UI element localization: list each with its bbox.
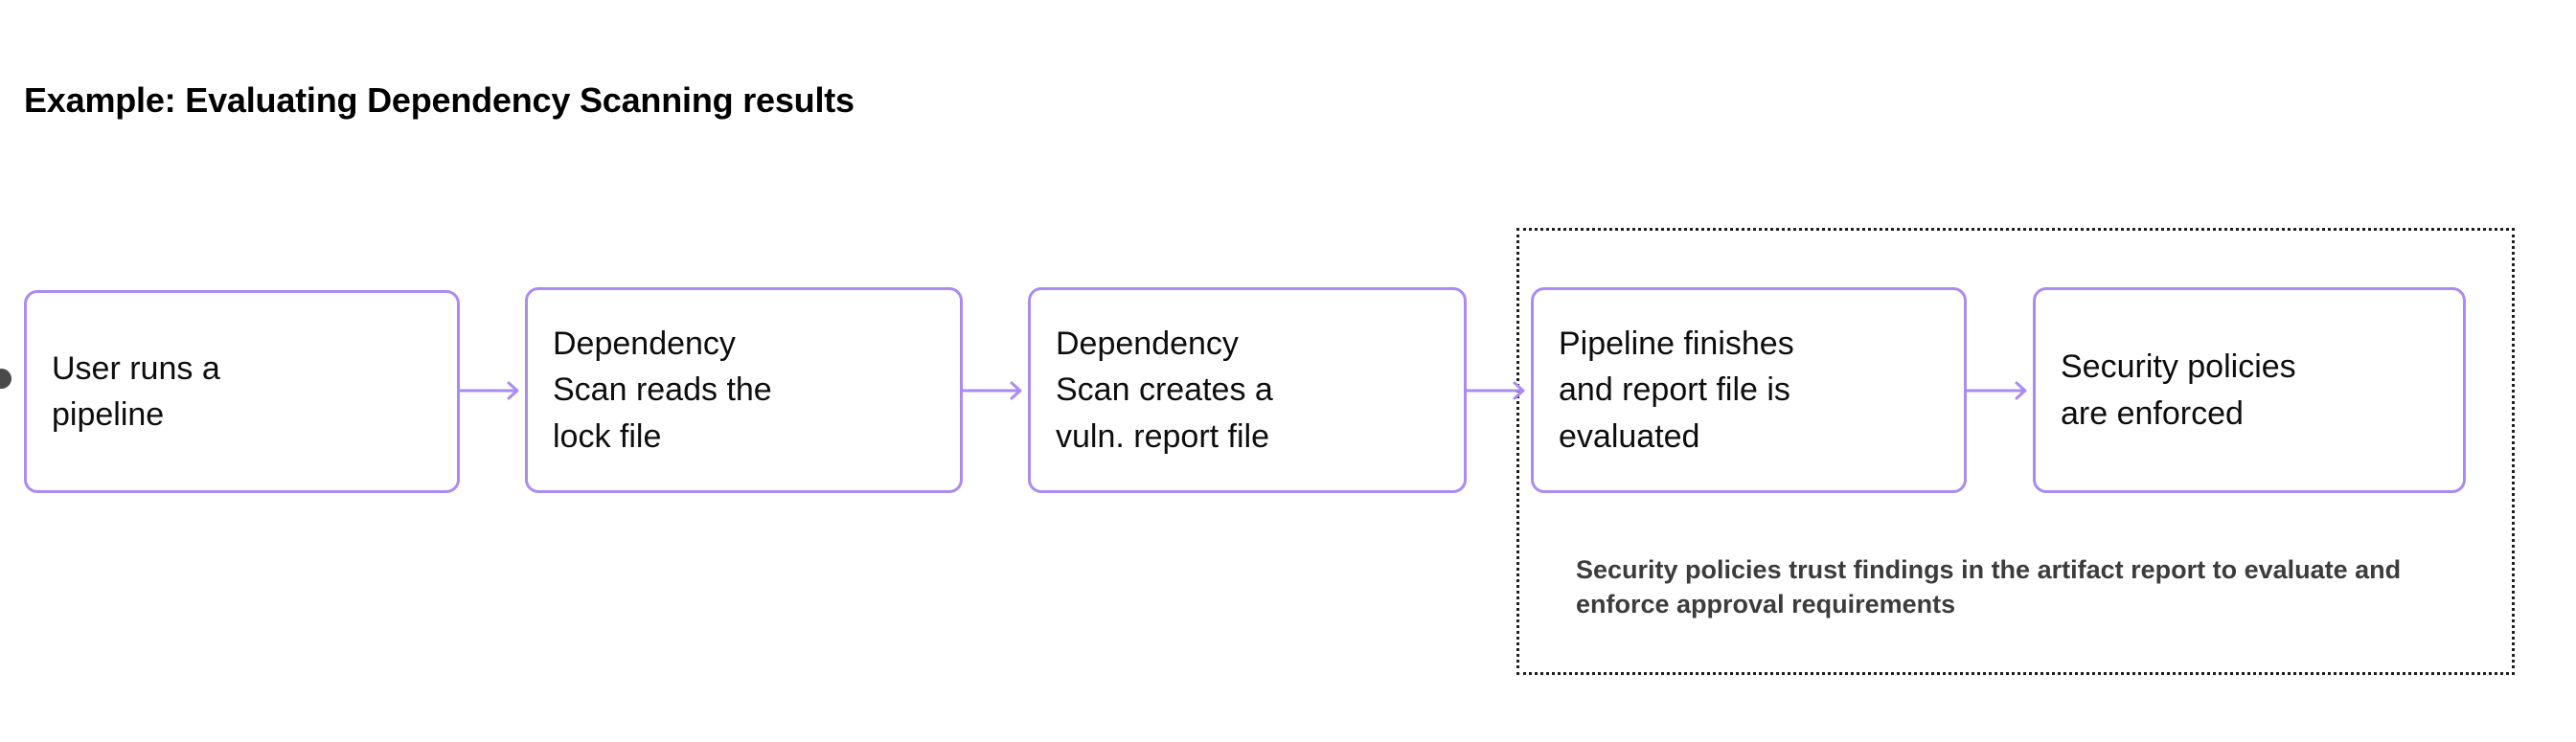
arrow-right-icon xyxy=(963,381,1022,400)
flow-node-dependency-scan-reads-lock-file[interactable]: Dependency Scan reads the lock file xyxy=(525,287,963,493)
connector-node2-to-node3 xyxy=(963,379,1028,402)
flow-node-label: Pipeline finishes and report file is eva… xyxy=(1559,326,1794,455)
policy-group-caption: Security policies trust findings in the … xyxy=(1576,555,2402,618)
connector-node3-to-node4 xyxy=(1467,379,1531,402)
flow-node-dependency-scan-creates-report[interactable]: Dependency Scan creates a vuln. report f… xyxy=(1028,287,1467,493)
flow-node-label: Dependency Scan creates a vuln. report f… xyxy=(1056,326,1273,455)
arrow-right-icon xyxy=(1467,381,1525,400)
start-anchor-handle-icon[interactable] xyxy=(0,369,11,389)
flow-node-label: Dependency Scan reads the lock file xyxy=(553,326,772,455)
flow-node-label: Security policies are enforced xyxy=(2061,349,2296,432)
connector-node4-to-node5 xyxy=(1967,379,2033,402)
arrow-right-icon xyxy=(1967,381,2027,400)
policy-group-container xyxy=(1516,228,2515,675)
flow-node-user-runs-pipeline[interactable]: User runs a pipeline xyxy=(24,290,460,493)
page-title: Example: Evaluating Dependency Scanning … xyxy=(24,80,855,120)
flow-node-pipeline-finishes-report-evaluated[interactable]: Pipeline finishes and report file is eva… xyxy=(1531,287,1967,493)
flow-node-security-policies-enforced[interactable]: Security policies are enforced xyxy=(2033,287,2466,493)
flow-node-label: User runs a pipeline xyxy=(52,349,220,433)
connector-node1-to-node2 xyxy=(460,379,525,402)
arrow-right-icon xyxy=(460,381,519,400)
